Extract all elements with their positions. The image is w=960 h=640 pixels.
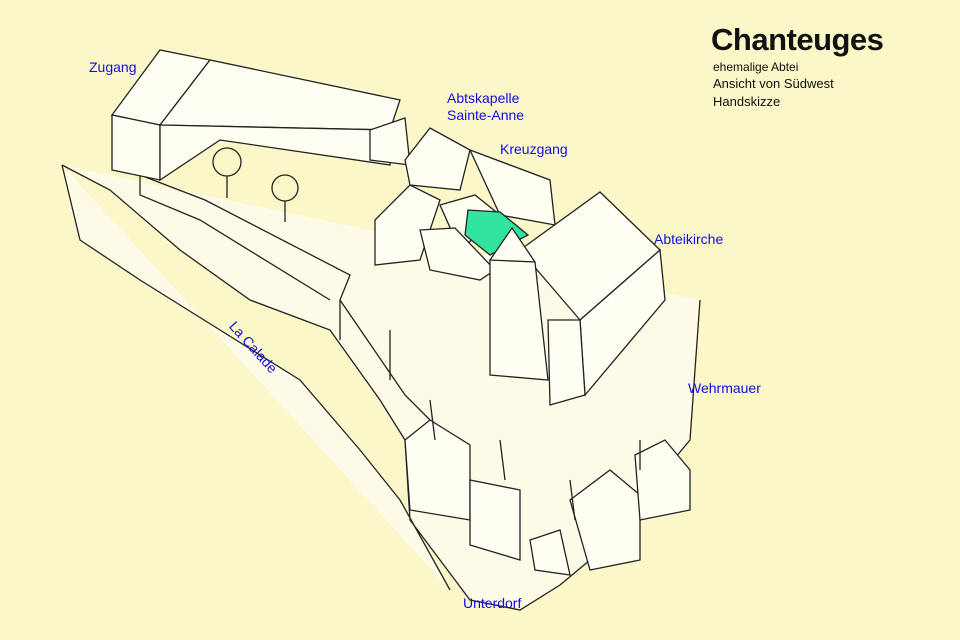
label-kreuzgang: Kreuzgang (500, 141, 568, 157)
buttresses (339, 300, 641, 521)
page-title: Chanteuges (711, 22, 884, 57)
type-note: Handskizze (713, 94, 781, 109)
label-sainte-anne: Sainte-Anne (447, 107, 525, 123)
south-buildings (404, 419, 691, 576)
enclosure-wall (139, 174, 431, 421)
label-wehrmauer: Wehrmauer (688, 380, 761, 396)
label-abtskapelle: Abtskapelle (447, 90, 520, 106)
label-unterdorf: Unterdorf (463, 595, 522, 611)
label-abteikirche: Abteikirche (654, 231, 724, 247)
trees (212, 147, 299, 222)
abbey-church (489, 191, 666, 406)
subtitle: ehemalige Abtei (713, 60, 799, 74)
cloister-buildings (374, 127, 556, 281)
north-buildings (110, 49, 411, 182)
view-note: Ansicht von Südwest (713, 76, 834, 91)
label-zugang: Zugang (89, 59, 137, 75)
